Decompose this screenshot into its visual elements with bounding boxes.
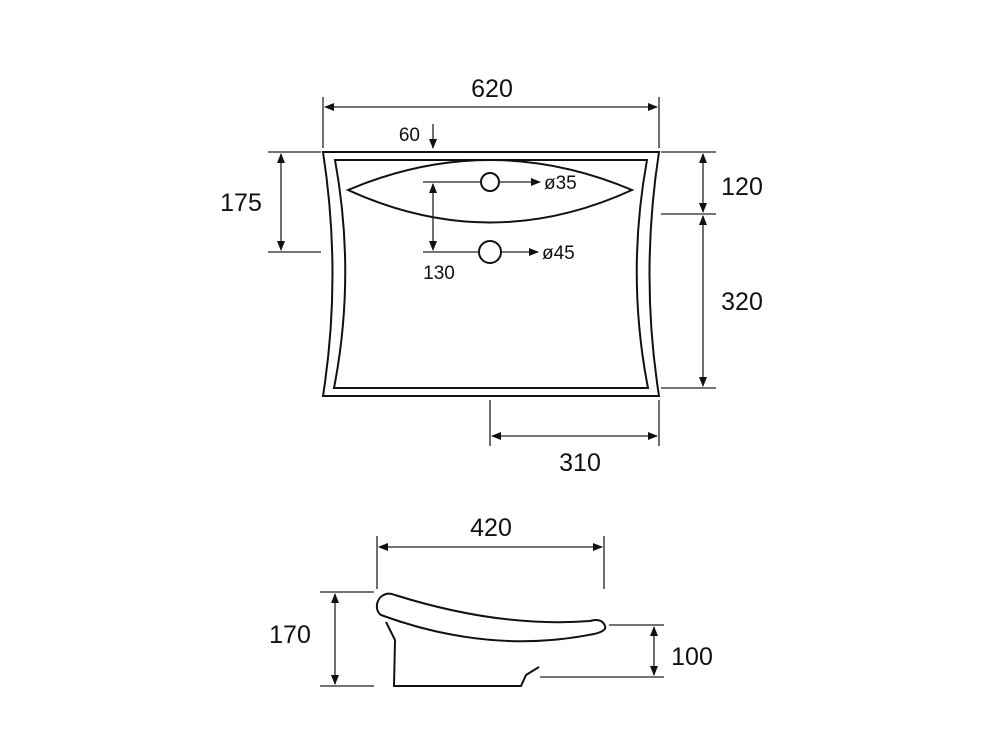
front-depth-label: 120 [721, 173, 763, 201]
bowl-outline [345, 159, 635, 224]
side-view: 420 170 100 [269, 514, 713, 687]
hole-spacing-label: 130 [423, 263, 455, 284]
basin-inner-outline [332, 159, 650, 389]
width-label: 620 [471, 75, 513, 103]
length-label: 420 [470, 514, 512, 542]
half-width-label: 310 [559, 449, 601, 477]
basin-side-profile [375, 592, 607, 643]
top-view: 620 60 175 120 320 310 130 ø35 ø45 [220, 75, 763, 477]
bowl-depth-label: 320 [721, 288, 763, 316]
front-height-label: 100 [671, 643, 713, 671]
basin-outer-outline [321, 151, 661, 397]
drain-hole-label: ø45 [542, 243, 575, 264]
drain-hole-circle [478, 240, 502, 264]
tap-hole-label: ø35 [544, 173, 577, 194]
tap-depth-label: 175 [220, 189, 262, 217]
tap-hole-circle [480, 172, 500, 192]
height-label: 170 [269, 621, 311, 649]
basin-side-base [385, 621, 540, 687]
rim-offset-label: 60 [399, 125, 420, 146]
